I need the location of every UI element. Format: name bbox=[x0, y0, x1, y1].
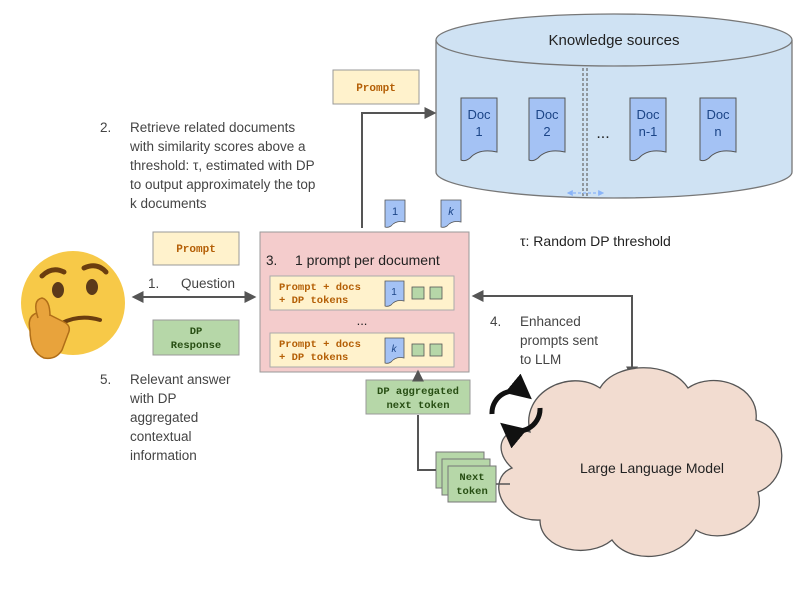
answer-line-2: with DP bbox=[129, 391, 177, 406]
prompt-row-2-doc-label: k bbox=[392, 344, 398, 355]
prompt-left-label: Prompt bbox=[176, 244, 216, 256]
retrieve-line-1: Retrieve related documents bbox=[130, 120, 295, 135]
prompt-row-1-doc-label: 1 bbox=[391, 287, 397, 298]
answer-step-num: 5. bbox=[100, 372, 111, 387]
prompt-row-1-token-2 bbox=[429, 286, 443, 300]
prompt-row-2-line2: + DP tokens bbox=[279, 352, 348, 364]
next-token-stack: Next token bbox=[435, 451, 497, 503]
dp-response-line2: Response bbox=[171, 340, 221, 352]
answer-step-text: 5. Relevant answer with DP aggregated co… bbox=[100, 372, 231, 463]
retrieve-line-5: k documents bbox=[130, 196, 207, 211]
retrieve-line-3: threshold: τ, estimated with DP bbox=[130, 158, 315, 173]
doc-n-1-line2: n-1 bbox=[639, 124, 658, 139]
enhanced-line-1: Enhanced bbox=[520, 314, 581, 329]
prompt-row-1-line1: Prompt + docs bbox=[279, 282, 361, 294]
doc-1-line1: Doc bbox=[467, 107, 491, 122]
dp-aggregated-line2: next token bbox=[386, 400, 449, 412]
question-step-num: 1. bbox=[148, 276, 159, 291]
doc-icon-2: Doc 2 bbox=[528, 97, 566, 162]
doc-icon-1: Doc 1 bbox=[460, 97, 498, 162]
connector-next-token-to-aggregated bbox=[417, 415, 436, 471]
retrieved-doc-1-label: 1 bbox=[392, 206, 398, 218]
dp-aggregated-token-box: DP aggregated next token bbox=[365, 379, 471, 415]
prompt-row-2-doc-icon bbox=[384, 337, 405, 364]
enhanced-step-text: 4. Enhanced prompts sent to LLM bbox=[490, 314, 598, 367]
prompt-row-1-token-1 bbox=[411, 286, 425, 300]
doc-1-line2: 1 bbox=[475, 124, 482, 139]
retrieve-step-num: 2. bbox=[100, 120, 111, 135]
next-token-line1: Next bbox=[459, 472, 484, 484]
question-label: Question bbox=[181, 276, 235, 291]
answer-line-1: Relevant answer bbox=[130, 372, 231, 387]
arrow-prompts-to-llm bbox=[471, 290, 638, 379]
prompt-top-label: Prompt bbox=[356, 83, 396, 95]
llm-cloud: Large Language Model bbox=[498, 367, 783, 558]
prompts-step-num: 3. bbox=[266, 253, 277, 268]
retrieve-line-2: with similarity scores above a bbox=[129, 139, 306, 154]
prompt-row-2-token-1 bbox=[411, 343, 425, 357]
doc-2-line1: Doc bbox=[535, 107, 559, 122]
enhanced-line-3: to LLM bbox=[520, 352, 561, 367]
dp-response-line1: DP bbox=[190, 326, 203, 338]
doc-n-1-line1: Doc bbox=[636, 107, 660, 122]
thinking-face-icon bbox=[21, 251, 125, 360]
prompts-per-document-box: 3. 1 prompt per document Prompt + docs +… bbox=[259, 231, 470, 373]
prompt-row-2-line1: Prompt + docs bbox=[279, 339, 361, 351]
retrieved-doc-1: 1 bbox=[384, 199, 406, 228]
next-token-line2: token bbox=[456, 486, 488, 498]
answer-line-4: contextual bbox=[130, 429, 192, 444]
answer-line-5: information bbox=[130, 448, 197, 463]
prompt-box-top: Prompt bbox=[332, 69, 420, 105]
doc-icon-n: Doc n bbox=[699, 97, 737, 162]
llm-label: Large Language Model bbox=[580, 460, 724, 476]
arrow-query-to-knowledge bbox=[361, 107, 437, 228]
prompt-row-1-doc-icon bbox=[384, 280, 405, 307]
doc-n-line1: Doc bbox=[706, 107, 730, 122]
retrieve-line-4: to output approximately the top bbox=[130, 177, 315, 192]
prompt-row-2-token-2 bbox=[429, 343, 443, 357]
enhanced-step-num: 4. bbox=[490, 314, 501, 329]
doc-2-line2: 2 bbox=[543, 124, 550, 139]
prompts-ellipsis: ... bbox=[357, 313, 368, 328]
dp-aggregated-line1: DP aggregated bbox=[377, 386, 459, 398]
prompt-box-left: Prompt bbox=[152, 231, 240, 266]
retrieve-step-text: 2. Retrieve related documents with simil… bbox=[100, 120, 315, 211]
enhanced-line-2: prompts sent bbox=[520, 333, 598, 348]
dp-response-box: DP Response bbox=[152, 319, 240, 356]
loop-arrows-icon bbox=[489, 373, 543, 449]
knowledge-sources-title: Knowledge sources bbox=[549, 32, 680, 49]
docs-ellipsis: ... bbox=[596, 125, 609, 142]
retrieved-doc-k: k bbox=[440, 199, 462, 228]
tau-threshold-note: τ: Random DP threshold bbox=[520, 233, 671, 249]
prompts-box-title: 1 prompt per document bbox=[295, 252, 440, 268]
retrieved-doc-k-label: k bbox=[448, 206, 454, 218]
doc-icon-n-1: Doc n-1 bbox=[629, 97, 667, 162]
answer-line-3: aggregated bbox=[130, 410, 198, 425]
prompt-row-1-line2: + DP tokens bbox=[279, 295, 348, 307]
doc-n-line2: n bbox=[714, 124, 721, 139]
